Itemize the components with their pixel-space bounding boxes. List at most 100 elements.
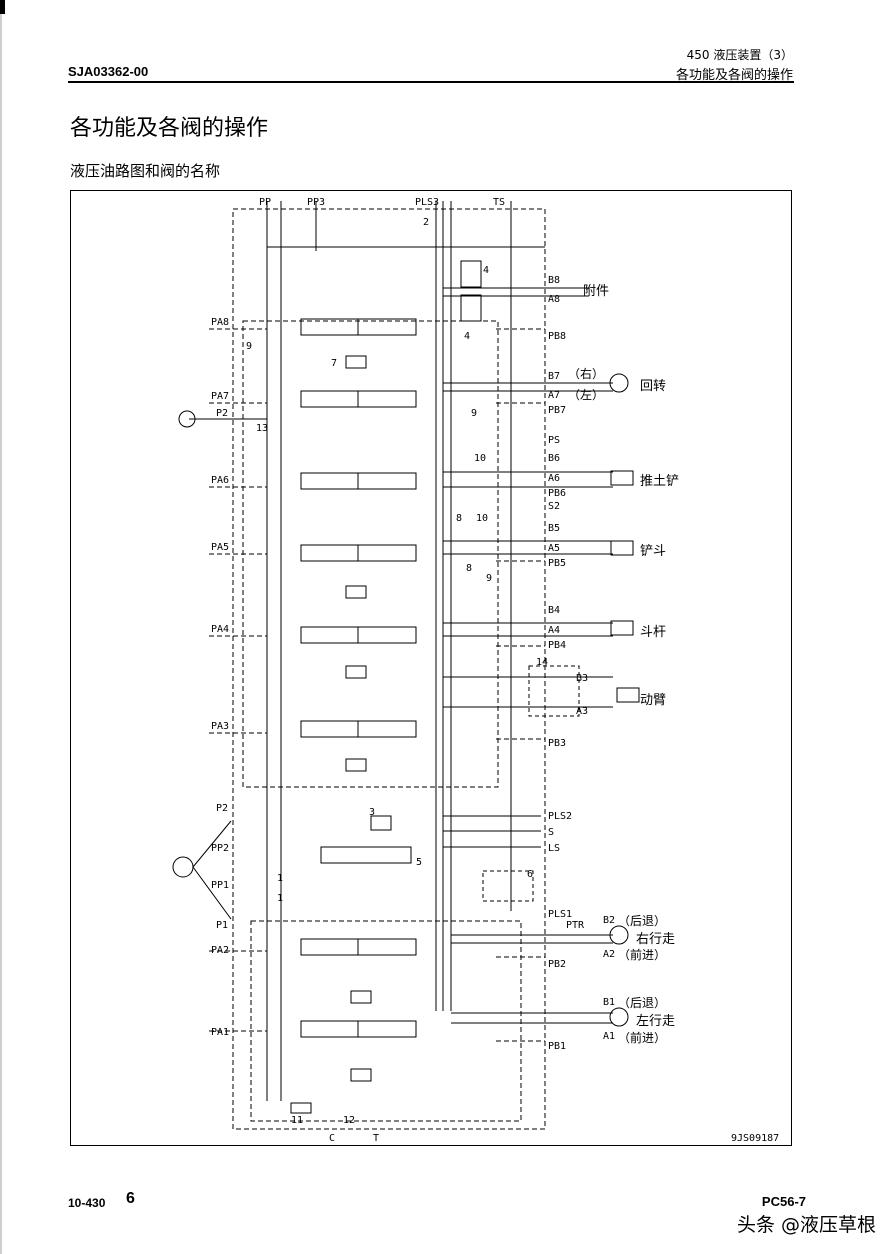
left-edge-bar — [0, 14, 2, 1254]
page-number: 6 — [126, 1190, 135, 1207]
svg-text:B6: B6 — [548, 453, 560, 464]
svg-text:TS: TS — [493, 197, 505, 208]
corner-mark — [0, 0, 5, 14]
svg-text:A1: A1 — [603, 1031, 615, 1042]
valve-body-outline — [232, 208, 546, 1130]
svg-text:A7: A7 — [548, 390, 560, 401]
label-boom: 动臂 — [640, 693, 667, 708]
svg-text:9: 9 — [471, 408, 477, 419]
label-right-forward: （前进） — [618, 948, 667, 962]
svg-text:A5: A5 — [548, 543, 560, 554]
svg-text:6: 6 — [527, 869, 533, 880]
svg-text:9: 9 — [486, 573, 492, 584]
svg-text:PLS1: PLS1 — [548, 909, 572, 920]
svg-text:A6: A6 — [548, 473, 560, 484]
label-swing-left: （左） — [568, 388, 605, 402]
svg-text:PB1: PB1 — [548, 1041, 566, 1052]
svg-text:4: 4 — [483, 265, 489, 276]
svg-text:PA2: PA2 — [211, 945, 229, 956]
svg-text:B2: B2 — [603, 915, 615, 926]
svg-text:PA4: PA4 — [211, 624, 229, 635]
svg-text:PB6: PB6 — [548, 488, 566, 499]
svg-text:P2: P2 — [216, 803, 228, 814]
svg-text:7: 7 — [331, 358, 337, 369]
svg-text:1: 1 — [277, 873, 283, 884]
svg-text:PB3: PB3 — [548, 738, 566, 749]
watermark: 头条 @液压草根 — [736, 1214, 876, 1236]
label-left-forward: （前进） — [618, 1031, 667, 1045]
svg-text:B7: B7 — [548, 371, 560, 382]
svg-text:PLS2: PLS2 — [548, 811, 572, 822]
svg-text:T: T — [373, 1133, 379, 1144]
svg-text:PB5: PB5 — [548, 558, 566, 569]
svg-text:10: 10 — [476, 513, 488, 524]
svg-text:B8: B8 — [548, 275, 560, 286]
drawing-code: 9JS09187 — [731, 1133, 779, 1144]
svg-text:C: C — [329, 1133, 335, 1144]
label-arm: 斗杆 — [640, 625, 667, 640]
svg-text:P2: P2 — [216, 408, 228, 419]
svg-text:B5: B5 — [548, 523, 560, 534]
page-subtitle: 液压油路图和阀的名称 — [70, 162, 221, 180]
svg-text:PA3: PA3 — [211, 721, 229, 732]
svg-text:B4: B4 — [548, 605, 560, 616]
section-title: 450 液压装置（3） — [686, 48, 793, 62]
page-code: 10-430 — [68, 1196, 106, 1210]
svg-text:12: 12 — [343, 1115, 355, 1126]
page-title: 各功能及各阀的操作 — [70, 116, 269, 141]
svg-text:S2: S2 — [548, 501, 560, 512]
svg-text:8: 8 — [456, 513, 462, 524]
svg-text:PP2: PP2 — [211, 843, 229, 854]
label-bucket: 铲斗 — [640, 544, 667, 559]
svg-text:PA1: PA1 — [211, 1027, 229, 1038]
svg-text:LS: LS — [548, 843, 560, 854]
svg-text:1: 1 — [277, 893, 283, 904]
section-subtitle: 各功能及各阀的操作 — [675, 68, 793, 83]
svg-text:PB8: PB8 — [548, 331, 566, 342]
doc-code: SJA03362-00 — [68, 64, 149, 79]
label-swing-right: （右） — [568, 367, 605, 381]
svg-text:11: 11 — [291, 1115, 303, 1126]
label-attachment: 附件 — [583, 284, 610, 299]
svg-text:10: 10 — [474, 453, 486, 464]
svg-text:14: 14 — [536, 657, 548, 668]
svg-text:PS: PS — [548, 435, 560, 446]
svg-text:PP3: PP3 — [307, 197, 325, 208]
svg-text:5: 5 — [416, 857, 422, 868]
svg-text:P1: P1 — [216, 920, 228, 931]
svg-text:9: 9 — [246, 341, 252, 352]
svg-text:PB2: PB2 — [548, 959, 566, 970]
svg-text:A4: A4 — [548, 625, 560, 636]
svg-text:PB7: PB7 — [548, 405, 566, 416]
svg-text:2: 2 — [423, 217, 429, 228]
spool-unloading — [320, 846, 412, 864]
svg-text:PLS3: PLS3 — [415, 197, 439, 208]
svg-text:A2: A2 — [603, 949, 615, 960]
label-right-travel: 右行走 — [636, 932, 676, 947]
label-left-reverse: （后退） — [618, 996, 667, 1010]
svg-text:A8: A8 — [548, 294, 560, 305]
label-swing: 回转 — [640, 379, 667, 394]
label-left-travel: 左行走 — [636, 1014, 676, 1029]
svg-text:PA6: PA6 — [211, 475, 229, 486]
travel-section-outline — [250, 920, 522, 1122]
svg-text:A3: A3 — [576, 706, 588, 717]
svg-text:PTR: PTR — [566, 920, 585, 931]
svg-text:3: 3 — [369, 807, 375, 818]
hydraulic-circuit-diagram: PP PP3 PLS3 TS PA8 PA7 P2 PA6 PA5 PA4 PA… — [172, 197, 779, 1144]
svg-text:13: 13 — [256, 423, 268, 434]
svg-text:B1: B1 — [603, 997, 615, 1008]
svg-text:S: S — [548, 827, 554, 838]
model-code: PC56-7 — [761, 1194, 806, 1209]
svg-text:PB4: PB4 — [548, 640, 566, 651]
label-right-reverse: （后退） — [618, 914, 667, 928]
svg-text:PP: PP — [259, 197, 271, 208]
svg-text:8: 8 — [466, 563, 472, 574]
header-rule — [68, 81, 794, 83]
svg-text:PA5: PA5 — [211, 542, 229, 553]
svg-text:B3: B3 — [576, 673, 588, 684]
diagram-frame: PP PP3 PLS3 TS PA8 PA7 P2 PA6 PA5 PA4 PA… — [70, 190, 792, 1146]
svg-text:4: 4 — [464, 331, 470, 342]
svg-text:PA7: PA7 — [211, 391, 229, 402]
label-blade: 推土铲 — [640, 474, 680, 489]
